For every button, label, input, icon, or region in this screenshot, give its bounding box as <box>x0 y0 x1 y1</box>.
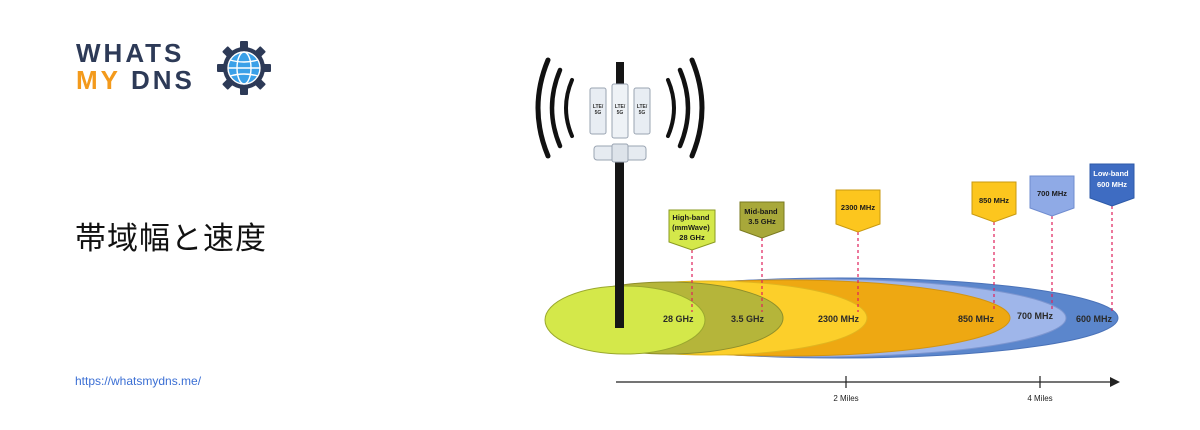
radio-wave-icon <box>535 57 705 159</box>
svg-text:2300 MHz: 2300 MHz <box>841 203 875 212</box>
svg-text:Low-band 600 MHz: Low-band 600 MHz <box>1093 169 1131 189</box>
ellipse-label-700mhz: 700 MHz <box>1017 311 1054 321</box>
antenna-panel-label-center: LTE/5G <box>615 104 626 116</box>
logo-text-mydns: MY DNS <box>76 67 195 93</box>
ellipse-label-2300mhz: 2300 MHz <box>818 314 860 324</box>
marker-line-mid-band: Mid-band <box>744 207 778 216</box>
bandwidth-coverage-diagram: 28 GHz 3.5 GHz 2300 MHz 850 MHz 700 MHz … <box>535 57 1135 403</box>
band-marker-2300mhz: 2300 MHz <box>835 189 881 233</box>
logo-text-whats: WHATS <box>76 38 185 68</box>
ellipse-label-28ghz: 28 GHz <box>663 314 694 324</box>
marker-line-600mhz: 600 MHz <box>1097 180 1127 189</box>
band-marker-3-5ghz: Mid-band 3.5 GHz <box>739 201 785 239</box>
svg-text:High-band (mmWave): High-band (mmWave) 28 GHz <box>672 213 712 242</box>
axis-tick-2-miles: 2 Miles <box>833 394 858 403</box>
antenna-array <box>589 62 651 163</box>
tower-mast <box>615 162 624 328</box>
band-marker-850mhz: 850 MHz <box>971 181 1017 223</box>
logo-text-my: MY <box>76 65 121 95</box>
svg-text:850 MHz: 850 MHz <box>979 196 1009 205</box>
marker-line-850mhz: 850 MHz <box>979 196 1009 205</box>
band-marker-28ghz: High-band (mmWave) 28 GHz <box>668 209 716 251</box>
distance-axis <box>616 376 1110 388</box>
site-url-link[interactable]: https://whatsmydns.me/ <box>75 374 202 388</box>
marker-line-28ghz: 28 GHz <box>679 233 705 242</box>
svg-text:700 MHz: 700 MHz <box>1037 189 1067 198</box>
svg-text:Mid-band 3.5 GHz: Mid-band 3.5 GHz <box>744 207 779 226</box>
axis-tick-4-miles: 4 Miles <box>1027 394 1052 403</box>
marker-line-low-band: Low-band <box>1093 169 1129 178</box>
ellipse-label-850mhz: 850 MHz <box>958 314 995 324</box>
logo-text-dns: DNS <box>131 65 195 95</box>
marker-line-mmwave: (mmWave) <box>672 223 710 232</box>
ellipse-label-600mhz: 600 MHz <box>1076 314 1113 324</box>
band-marker-700mhz: 700 MHz <box>1029 175 1075 217</box>
coverage-ellipse-28ghz <box>544 285 706 355</box>
axis-arrow-icon <box>1110 377 1120 387</box>
coverage-ellipses <box>544 277 1119 359</box>
antenna-panel-label-right: LTE/5G <box>637 104 648 116</box>
ellipse-label-3-5ghz: 3.5 GHz <box>731 314 765 324</box>
antenna-panel-label-left: LTE/5G <box>593 104 604 116</box>
marker-line-2300mhz: 2300 MHz <box>841 203 875 212</box>
page-title: 帯域幅と速度 <box>75 221 267 257</box>
marker-line-3-5ghz: 3.5 GHz <box>748 217 776 226</box>
marker-line-high-band: High-band <box>672 213 709 222</box>
globe-gear-icon <box>217 41 271 95</box>
whatsmydns-logo[interactable]: WHATS MY DNS <box>76 38 276 98</box>
band-marker-600mhz: Low-band 600 MHz <box>1089 163 1135 207</box>
marker-line-700mhz: 700 MHz <box>1037 189 1067 198</box>
